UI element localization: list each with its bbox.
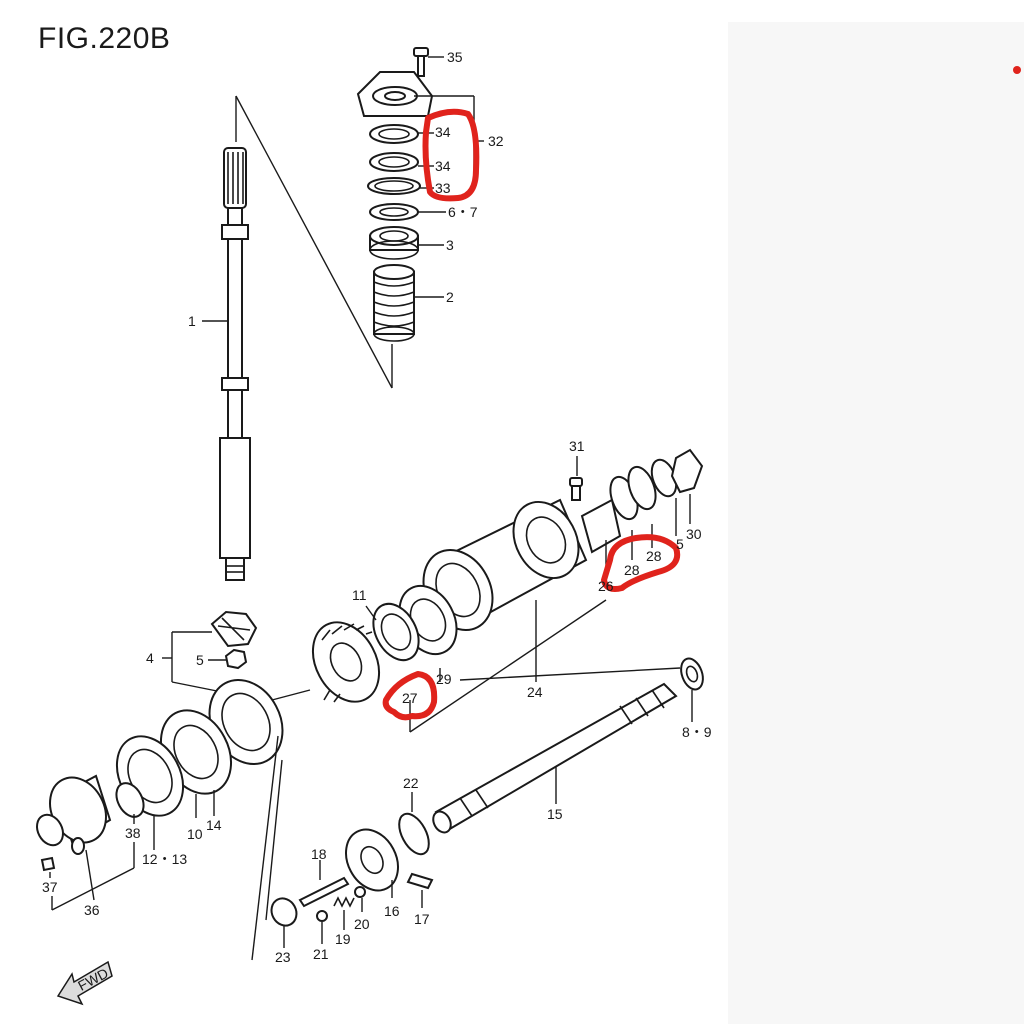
callout-38: 38 <box>125 825 141 841</box>
forward-gear-group <box>36 610 311 961</box>
callout-28-b: 28 <box>624 562 640 578</box>
callout-12-13: 12・13 <box>142 851 187 867</box>
callout-8-9: 8・9 <box>682 724 712 740</box>
fwd-label: FWD <box>75 965 111 994</box>
reverse-gear-area <box>311 584 681 703</box>
callout-labels: 35 34 32 34 33 6・7 3 2 1 31 30 28 28 5 2… <box>42 49 712 965</box>
callout-33: 33 <box>435 180 451 196</box>
drive-shaft <box>202 95 393 581</box>
upper-bearing-stack <box>356 47 484 342</box>
callout-16: 16 <box>384 903 400 919</box>
figure-title: FIG.220B <box>38 22 171 55</box>
callout-15: 15 <box>547 806 563 822</box>
callout-27: 27 <box>402 690 418 706</box>
callout-23: 23 <box>275 949 291 965</box>
callout-19: 19 <box>335 931 351 947</box>
callout-10: 10 <box>187 826 203 842</box>
red-mark-gear <box>382 671 438 721</box>
callout-36: 36 <box>84 902 100 918</box>
callout-3: 3 <box>446 237 454 253</box>
propeller-shaft-group <box>432 657 704 834</box>
callout-14: 14 <box>206 817 222 833</box>
callout-5-b: 5 <box>676 536 684 552</box>
red-dot-marker <box>1013 66 1021 74</box>
callout-26: 26 <box>598 578 614 594</box>
callout-22: 22 <box>403 775 419 791</box>
callout-1: 1 <box>188 313 196 329</box>
callout-37: 37 <box>42 879 58 895</box>
side-panel <box>728 22 1024 1024</box>
callout-28-a: 28 <box>646 548 662 564</box>
callout-34-a: 34 <box>435 124 451 140</box>
fwd-direction-arrow: FWD <box>56 960 113 1006</box>
callout-4: 4 <box>146 650 154 666</box>
callout-35: 35 <box>447 49 463 65</box>
callout-11: 11 <box>352 587 367 603</box>
callout-6-7: 6・7 <box>448 204 478 220</box>
callout-24: 24 <box>527 684 543 700</box>
callout-21: 21 <box>313 946 329 962</box>
clutch-group <box>270 792 434 948</box>
callout-20: 20 <box>354 916 370 932</box>
callout-34-b: 34 <box>435 158 451 174</box>
callout-32: 32 <box>488 133 504 149</box>
callout-31: 31 <box>569 438 585 454</box>
callout-18: 18 <box>311 846 327 862</box>
callout-5-a: 5 <box>196 652 204 668</box>
red-circle-marks <box>382 108 681 721</box>
callout-29: 29 <box>436 671 452 687</box>
callout-30: 30 <box>686 526 702 542</box>
shaft-housing-group <box>409 448 704 733</box>
red-mark-rings <box>601 534 681 592</box>
red-mark-seals <box>422 108 480 202</box>
callout-17: 17 <box>414 911 430 927</box>
callout-2: 2 <box>446 289 454 305</box>
